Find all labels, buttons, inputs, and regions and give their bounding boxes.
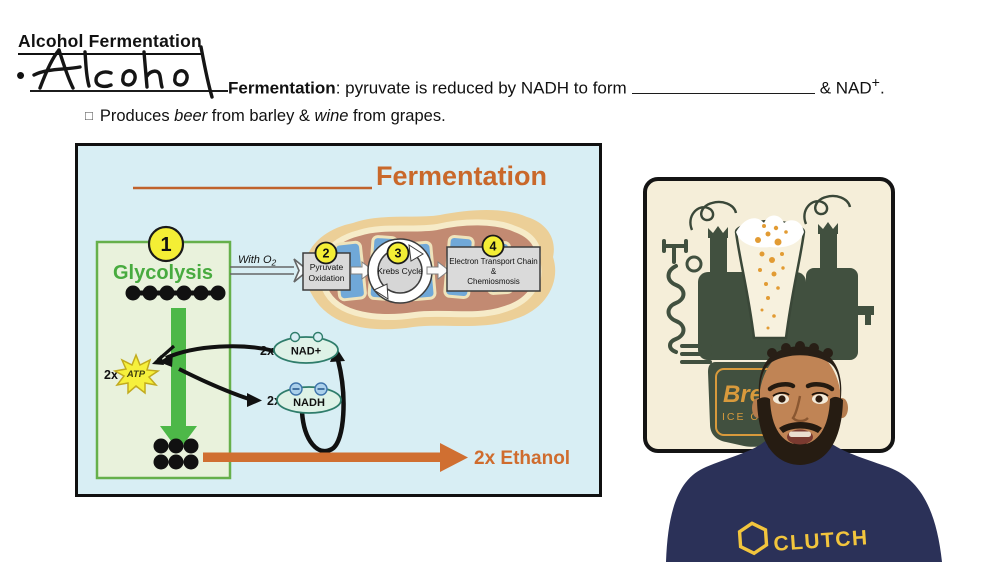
beer-italic: beer xyxy=(174,107,208,125)
right-tank xyxy=(806,268,858,360)
teeth xyxy=(789,431,811,437)
steam-swirl-right xyxy=(803,194,852,225)
atp-star xyxy=(112,352,161,395)
fermentation-diagram: Fermentation Glycolysis 2x ATP xyxy=(75,143,602,497)
instructor: CLUTCH xyxy=(666,341,942,562)
step-2-badge xyxy=(314,241,338,265)
hair-curls xyxy=(767,341,833,358)
valve-and-coil xyxy=(662,239,712,364)
handwriting-strokes xyxy=(32,45,214,99)
shirt xyxy=(666,436,942,562)
with-o2-text: With O xyxy=(238,254,272,266)
nad-plus-molecule: 2x NAD+ xyxy=(260,331,339,364)
definition-text: : pyruvate is reduced by NADH to form xyxy=(335,78,627,98)
flow-arrow-3-4 xyxy=(426,260,450,281)
krebs-arrowhead xyxy=(408,244,424,262)
step-4-badge xyxy=(481,234,505,258)
beer-bubbles xyxy=(755,224,788,330)
definition-tail: & NAD xyxy=(819,78,872,98)
step-badges: 1 2 3 4 xyxy=(147,225,505,265)
nad-notch xyxy=(289,331,301,343)
eyebrows xyxy=(767,382,835,392)
beer-glass xyxy=(734,215,806,340)
instructor-panel: Bre ICE C xyxy=(643,177,942,562)
etc-label-2: & xyxy=(491,267,497,276)
atp-label: ATP xyxy=(126,369,146,380)
sub-bullet-text-mid: from barley & xyxy=(211,107,310,125)
nad-notch xyxy=(312,331,324,343)
krebs-arrowhead xyxy=(372,283,389,300)
sub-bullet: □ Produces beer from barley & wine from g… xyxy=(85,104,446,129)
chimney-crown xyxy=(708,226,728,238)
step-3-number: 3 xyxy=(395,247,402,261)
steam-swirl-left xyxy=(689,200,738,231)
page-title: Alcohol Fermentation xyxy=(18,31,202,55)
nad-shuttle-arrows xyxy=(159,344,346,454)
mustache xyxy=(779,422,822,433)
pyruvate-label-2: Oxidation xyxy=(309,273,345,283)
chin-beard xyxy=(789,442,811,460)
bullet-marker: • xyxy=(16,60,26,90)
step-2-number: 2 xyxy=(323,247,330,261)
eyes xyxy=(772,391,829,404)
step-4-number: 4 xyxy=(490,240,497,254)
krebs-label: Krebs Cycle xyxy=(377,266,423,276)
diagram-title: Fermentation xyxy=(376,161,547,191)
tap xyxy=(856,306,874,315)
fill-in-blank xyxy=(631,78,815,94)
glycolysis-arrow xyxy=(160,308,197,451)
o2-subscript: 2 xyxy=(271,258,277,268)
nad-label: NAD+ xyxy=(291,346,321,358)
with-o2-label: With O2 xyxy=(238,254,277,268)
nad-multiplier: 2x xyxy=(260,344,274,358)
with-o2-arrow: With O2 xyxy=(230,254,310,283)
glycolysis-label: Glycolysis xyxy=(113,262,213,284)
definition-period: . xyxy=(879,78,885,98)
hexagon-icon xyxy=(737,521,769,556)
chimney-crown xyxy=(818,222,838,234)
brewery-illustration: Bre ICE C xyxy=(662,194,874,447)
nadh-label: NADH xyxy=(293,397,325,409)
sub-bullet-text-end: from grapes. xyxy=(353,107,446,125)
step-3-badge xyxy=(386,241,410,265)
mouth xyxy=(787,429,813,445)
etc-label-1: Electron Transport Chain xyxy=(449,257,538,266)
wine-italic: wine xyxy=(314,107,349,125)
ethanol-arrow: 2x Ethanol xyxy=(203,443,570,472)
glucose-molecule xyxy=(125,285,226,301)
beer-foam xyxy=(736,215,804,248)
handwritten-alcohol xyxy=(30,45,228,99)
etc-label-3: Chemiosmosis xyxy=(467,277,519,286)
step-1-number: 1 xyxy=(160,234,171,256)
pyruvate-molecules xyxy=(153,438,199,470)
electron-icons xyxy=(289,382,328,396)
nad-superscript: + xyxy=(871,75,880,91)
tap-spout xyxy=(865,314,871,325)
ethanol-label: 2x Ethanol xyxy=(474,448,570,469)
badge-text-2: ICE C xyxy=(722,411,760,423)
step-1-badge xyxy=(147,225,185,263)
clutch-logo: CLUTCH xyxy=(737,521,869,556)
definition-term: Fermentation xyxy=(228,78,336,98)
nose xyxy=(791,395,809,423)
nadh-molecule: 2x NADH xyxy=(267,382,342,414)
beard xyxy=(757,396,843,465)
sub-bullet-text: Produces xyxy=(99,107,170,125)
definition-line: Fermentation: pyruvate is reduced by NAD… xyxy=(228,70,885,102)
atp-burst: 2x ATP xyxy=(104,344,176,395)
sub-bullet-marker: □ xyxy=(85,108,93,123)
pyruvate-label-1: Pyruvate xyxy=(310,262,344,272)
